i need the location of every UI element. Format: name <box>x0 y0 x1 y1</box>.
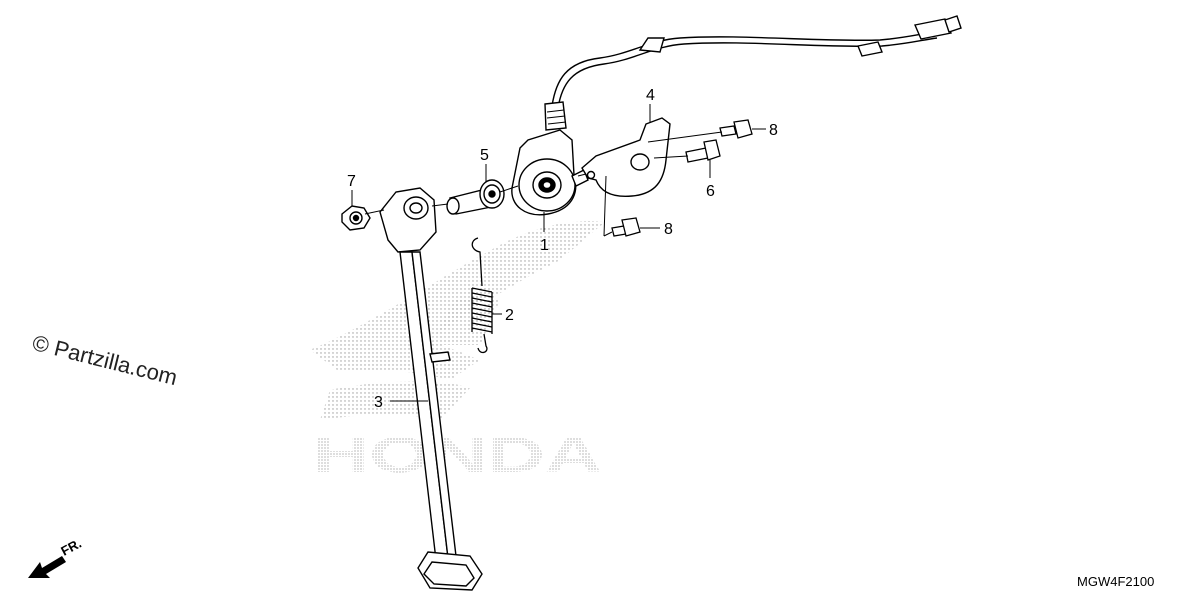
callout-number-2: 2 <box>505 307 514 324</box>
assembly-leader-lines <box>364 131 723 237</box>
callout-8-lower: 8 <box>640 221 673 238</box>
callout-7: 7 <box>347 173 356 206</box>
callout-number-5: 5 <box>480 147 489 164</box>
callout-4: 4 <box>646 87 655 122</box>
arrow-icon <box>28 556 66 578</box>
callout-number-3: 3 <box>374 394 383 411</box>
callout-8-upper: 8 <box>752 122 778 139</box>
callout-6: 6 <box>706 160 715 200</box>
callout-5: 5 <box>480 147 489 182</box>
callout-2: 2 <box>492 307 514 324</box>
honda-wing-logo: HONDA <box>310 220 605 483</box>
switch-cable <box>544 15 962 131</box>
callout-number-7: 7 <box>347 173 356 190</box>
part-5-pivot-bolt <box>446 179 505 215</box>
front-direction-arrow: FR. <box>28 536 84 578</box>
part-1-side-stand-switch <box>511 129 589 216</box>
part-3-side-stand <box>379 187 483 591</box>
callout-number-6: 6 <box>706 183 715 200</box>
front-arrow-label: FR. <box>58 536 84 559</box>
part-4-switch-cover <box>581 117 671 197</box>
honda-logo-text: HONDA <box>312 427 602 483</box>
callout-number-1: 1 <box>540 237 549 254</box>
callout-1: 1 <box>540 212 549 254</box>
diagram-part-code: MGW4F2100 <box>1077 574 1155 589</box>
part-8-bolt-upper <box>719 119 753 139</box>
part-2-spring <box>471 237 493 354</box>
callout-number-8-lower: 8 <box>664 221 673 238</box>
callout-3: 3 <box>374 394 428 411</box>
part-8-bolt-lower <box>611 217 641 237</box>
part-6-bolt <box>685 139 721 163</box>
callout-number-4: 4 <box>646 87 655 104</box>
part-7-nut <box>341 205 371 231</box>
callout-number-8-upper: 8 <box>769 122 778 139</box>
